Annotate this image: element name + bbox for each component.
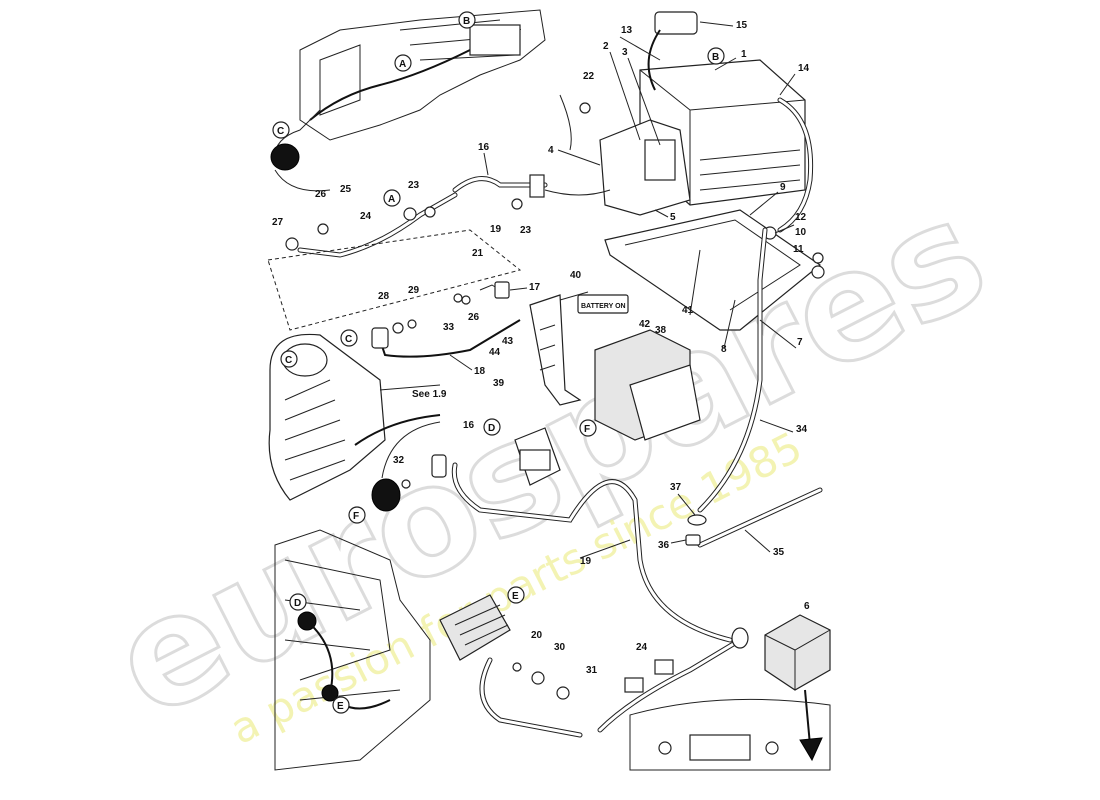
callout-19: 19 — [490, 224, 502, 235]
tubes-34-35 — [685, 227, 823, 548]
callout-16b: 16 — [463, 420, 475, 431]
view-markers: B A C B A C C D F F D E E — [272, 11, 725, 714]
view-marker-f-left: F — [348, 506, 366, 524]
view-a-label: A — [388, 194, 395, 205]
view-marker-d-bottom: D — [289, 593, 307, 611]
part-6-and-inset — [629, 614, 831, 771]
callout-39: 39 — [493, 378, 505, 389]
callout-15: 15 — [736, 20, 748, 31]
view-c-label: C — [285, 355, 292, 366]
callout-26: 26 — [315, 189, 327, 200]
callout-4: 4 — [548, 145, 554, 156]
view-marker-c-top: C — [272, 121, 290, 139]
callout-27: 27 — [272, 217, 284, 228]
view-e-label: E — [337, 701, 344, 712]
view-marker-a-top: A — [394, 54, 412, 72]
callout-42: 42 — [639, 319, 651, 330]
engine-bay-chassis-bottom — [274, 529, 431, 771]
fuse-block-e — [439, 594, 583, 738]
callout-12: 12 — [795, 212, 807, 223]
callout-23b: 23 — [520, 225, 532, 236]
view-marker-e-mid: E — [507, 586, 525, 604]
cable-harness-a — [267, 174, 611, 331]
view-a-label: A — [399, 59, 406, 70]
callout-22: 22 — [583, 71, 595, 82]
callout-11: 11 — [793, 244, 804, 255]
view-e-label: E — [512, 591, 519, 602]
callout-34: 34 — [796, 424, 808, 435]
callout-44: 44 — [489, 347, 501, 358]
view-marker-c-mid: C — [340, 329, 358, 347]
callout-1: 1 — [741, 49, 747, 60]
leader-lines — [449, 21, 797, 559]
callout-6: 6 — [804, 601, 810, 612]
callout-9: 9 — [780, 182, 786, 193]
view-b-label: B — [712, 52, 719, 63]
view-marker-d-mid: D — [483, 418, 501, 436]
view-f-label: F — [584, 424, 590, 435]
battery-assembly — [559, 11, 825, 331]
callout-18: 18 — [474, 366, 486, 377]
view-marker-b-top: B — [458, 11, 476, 29]
view-marker-e-bottom: E — [332, 696, 350, 714]
bracket-and-relay: BATTERY ON — [529, 294, 701, 441]
view-d-label: D — [488, 423, 495, 434]
view-marker-a-mid: A — [383, 189, 401, 207]
callout-14: 14 — [798, 63, 810, 74]
callout-5: 5 — [670, 212, 676, 223]
callout-13: 13 — [621, 25, 633, 36]
see-reference-label: See 1.9 — [412, 389, 447, 400]
view-b-label: B — [463, 16, 470, 27]
cable-24-lower — [597, 627, 749, 733]
callout-24b: 24 — [636, 642, 648, 653]
view-d-label: D — [294, 598, 301, 609]
callout-16: 16 — [478, 142, 490, 153]
callout-29: 29 — [408, 285, 420, 296]
detail-d-and-cable-19 — [371, 421, 733, 643]
callout-3: 3 — [622, 47, 628, 58]
callout-36: 36 — [658, 540, 670, 551]
callout-17: 17 — [529, 282, 541, 293]
callout-38: 38 — [655, 325, 667, 336]
callout-20: 20 — [531, 630, 543, 641]
callout-23: 23 — [408, 180, 420, 191]
view-c-label: C — [345, 334, 352, 345]
callout-24: 24 — [360, 211, 372, 222]
view-marker-b-battery: B — [707, 47, 725, 65]
callout-21: 21 — [472, 248, 484, 259]
callout-8: 8 — [721, 344, 727, 355]
view-f-label: F — [353, 511, 359, 522]
view-marker-c-alt: C — [280, 350, 298, 368]
view-c-label: C — [277, 126, 284, 137]
callout-25: 25 — [340, 184, 352, 195]
callout-43: 43 — [502, 336, 514, 347]
callout-40: 40 — [570, 270, 582, 281]
callout-31: 31 — [586, 665, 598, 676]
callout-37: 37 — [670, 482, 682, 493]
callout-35: 35 — [773, 547, 785, 558]
callout-26b: 26 — [468, 312, 480, 323]
callout-30: 30 — [554, 642, 566, 653]
callout-10: 10 — [795, 227, 807, 238]
cable-18-detail — [371, 281, 521, 358]
callout-7: 7 — [797, 337, 803, 348]
callout-32: 32 — [393, 455, 405, 466]
part-callouts: 1 2 3 4 5 6 7 8 9 10 11 12 13 14 15 16 1… — [272, 20, 810, 676]
battery-on-label: BATTERY ON — [581, 303, 626, 310]
engine-bay-chassis-top — [270, 9, 546, 192]
callout-19b: 19 — [580, 556, 592, 567]
callout-2: 2 — [603, 41, 609, 52]
callout-33: 33 — [443, 322, 455, 333]
view-marker-f-mid: F — [579, 419, 597, 437]
callout-41: 41 — [682, 305, 694, 316]
callout-28: 28 — [378, 291, 390, 302]
